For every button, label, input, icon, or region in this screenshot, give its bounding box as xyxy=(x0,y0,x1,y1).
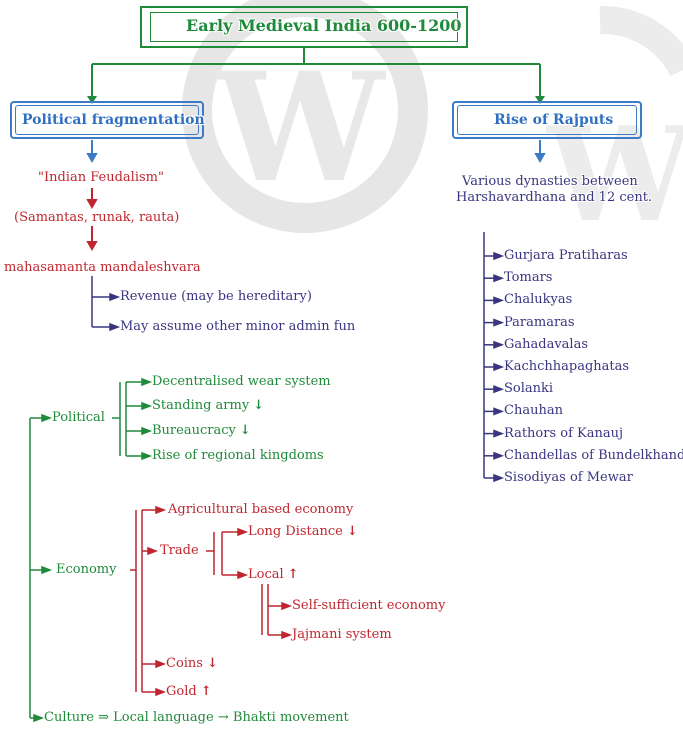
svg-text:W: W xyxy=(545,98,683,251)
down-arrow-icon: ↓ xyxy=(207,656,219,671)
title-box-inner xyxy=(150,12,458,42)
trade-label: Trade xyxy=(160,543,199,558)
dynasty-item: Chalukyas xyxy=(504,292,573,308)
diagram-title: Early Medieval India 600-1200 xyxy=(186,16,462,35)
self-sufficient-label: Self-sufficient economy xyxy=(292,598,446,613)
coins-label: Coins ↓ xyxy=(166,656,219,671)
political-item: Standing army↓ xyxy=(152,398,265,413)
dynasty-item: Gahadavalas xyxy=(504,336,589,352)
dynasty-arrowhead xyxy=(493,473,505,483)
dynasty-item: Solanki xyxy=(504,381,554,397)
double-arrow-icon: ⇒ xyxy=(98,710,110,725)
right-arrow-icon: → xyxy=(217,710,229,725)
dynasty-arrowhead xyxy=(493,251,505,261)
title-box-outer xyxy=(140,6,468,48)
culture-label: Culture xyxy=(44,710,94,725)
local-label: Local ↑ xyxy=(248,567,299,582)
dynasties-intro-line1: Various dynasties between xyxy=(462,174,638,189)
up-arrow-icon: ↑ xyxy=(287,567,299,582)
dynasty-item: Paramaras xyxy=(504,314,575,330)
gold-label: Gold ↑ xyxy=(166,684,212,699)
rise-of-rajputs-box-inner xyxy=(457,105,637,135)
dynasty-item: Rathors of Kanauj xyxy=(504,425,624,441)
dynasty-item: Gurjara Pratiharas xyxy=(504,248,628,263)
dynasty-arrowhead xyxy=(493,385,505,394)
down-arrow-icon: ↓ xyxy=(347,524,358,539)
dynasty-arrowhead xyxy=(493,274,505,283)
dynasty-item: Sisodiyas of Mewar xyxy=(504,470,633,485)
political-item: Rise of regional kingdoms xyxy=(152,448,324,463)
down-arrow-icon: ↓ xyxy=(253,398,265,413)
culture-row: Culture ⇒ Local language → Bhakti moveme… xyxy=(44,710,349,726)
economy-label: Economy xyxy=(56,562,117,577)
dynasty-arrowhead xyxy=(493,296,505,305)
political-item: Decentralised wear system xyxy=(152,374,331,389)
down-arrow-icon: ↓ xyxy=(239,423,251,438)
rise-of-rajputs-box xyxy=(452,101,642,139)
jajmani-label: Jajmani system xyxy=(292,627,392,642)
up-arrow-icon: ↑ xyxy=(200,684,212,699)
svg-text:W: W xyxy=(214,40,387,216)
admin-function-label: May assume other minor admin fun xyxy=(120,319,356,334)
dynasty-item: Kachchhapaghatas xyxy=(504,359,630,374)
rise-of-rajputs-heading: Rise of Rajputs xyxy=(494,112,614,128)
dynasty-arrowhead xyxy=(493,318,505,327)
agricultural-economy-label: Agricultural based economy xyxy=(168,502,354,517)
revenue-label: Revenue (may be hereditary) xyxy=(120,289,312,304)
political-item: Bureaucracy↓ xyxy=(152,423,251,438)
dynasties-intro-line2: Harshavardhana and 12 cent. xyxy=(456,190,653,205)
local-language-label: Local language xyxy=(113,710,214,725)
dynasty-item: Tomars xyxy=(504,270,553,286)
dynasty-arrowhead xyxy=(493,429,505,438)
dynasty-item: Chauhan xyxy=(504,403,563,419)
dynasty-arrowhead xyxy=(493,340,505,349)
political-fragmentation-heading: Political fragmentation xyxy=(22,112,205,128)
indian-feudalism-label: "Indian Feudalism" xyxy=(38,170,164,185)
long-distance-label: Long Distance ↓ xyxy=(248,524,358,539)
samantas-label: (Samantas, runak, rauta) xyxy=(14,210,180,225)
mahasamanta-label: mahasamanta mandaleshvara xyxy=(4,260,201,275)
dynasty-arrowhead xyxy=(493,407,505,416)
dynasty-item: Chandellas of Bundelkhand xyxy=(504,447,683,463)
dynasty-arrowhead xyxy=(493,362,505,372)
bhakti-movement-label: Bhakti movement xyxy=(232,710,349,725)
political-label: Political xyxy=(52,410,105,425)
political-fragmentation-box-inner xyxy=(15,105,199,135)
political-fragmentation-box xyxy=(10,101,204,139)
dynasty-arrowhead xyxy=(493,451,505,460)
